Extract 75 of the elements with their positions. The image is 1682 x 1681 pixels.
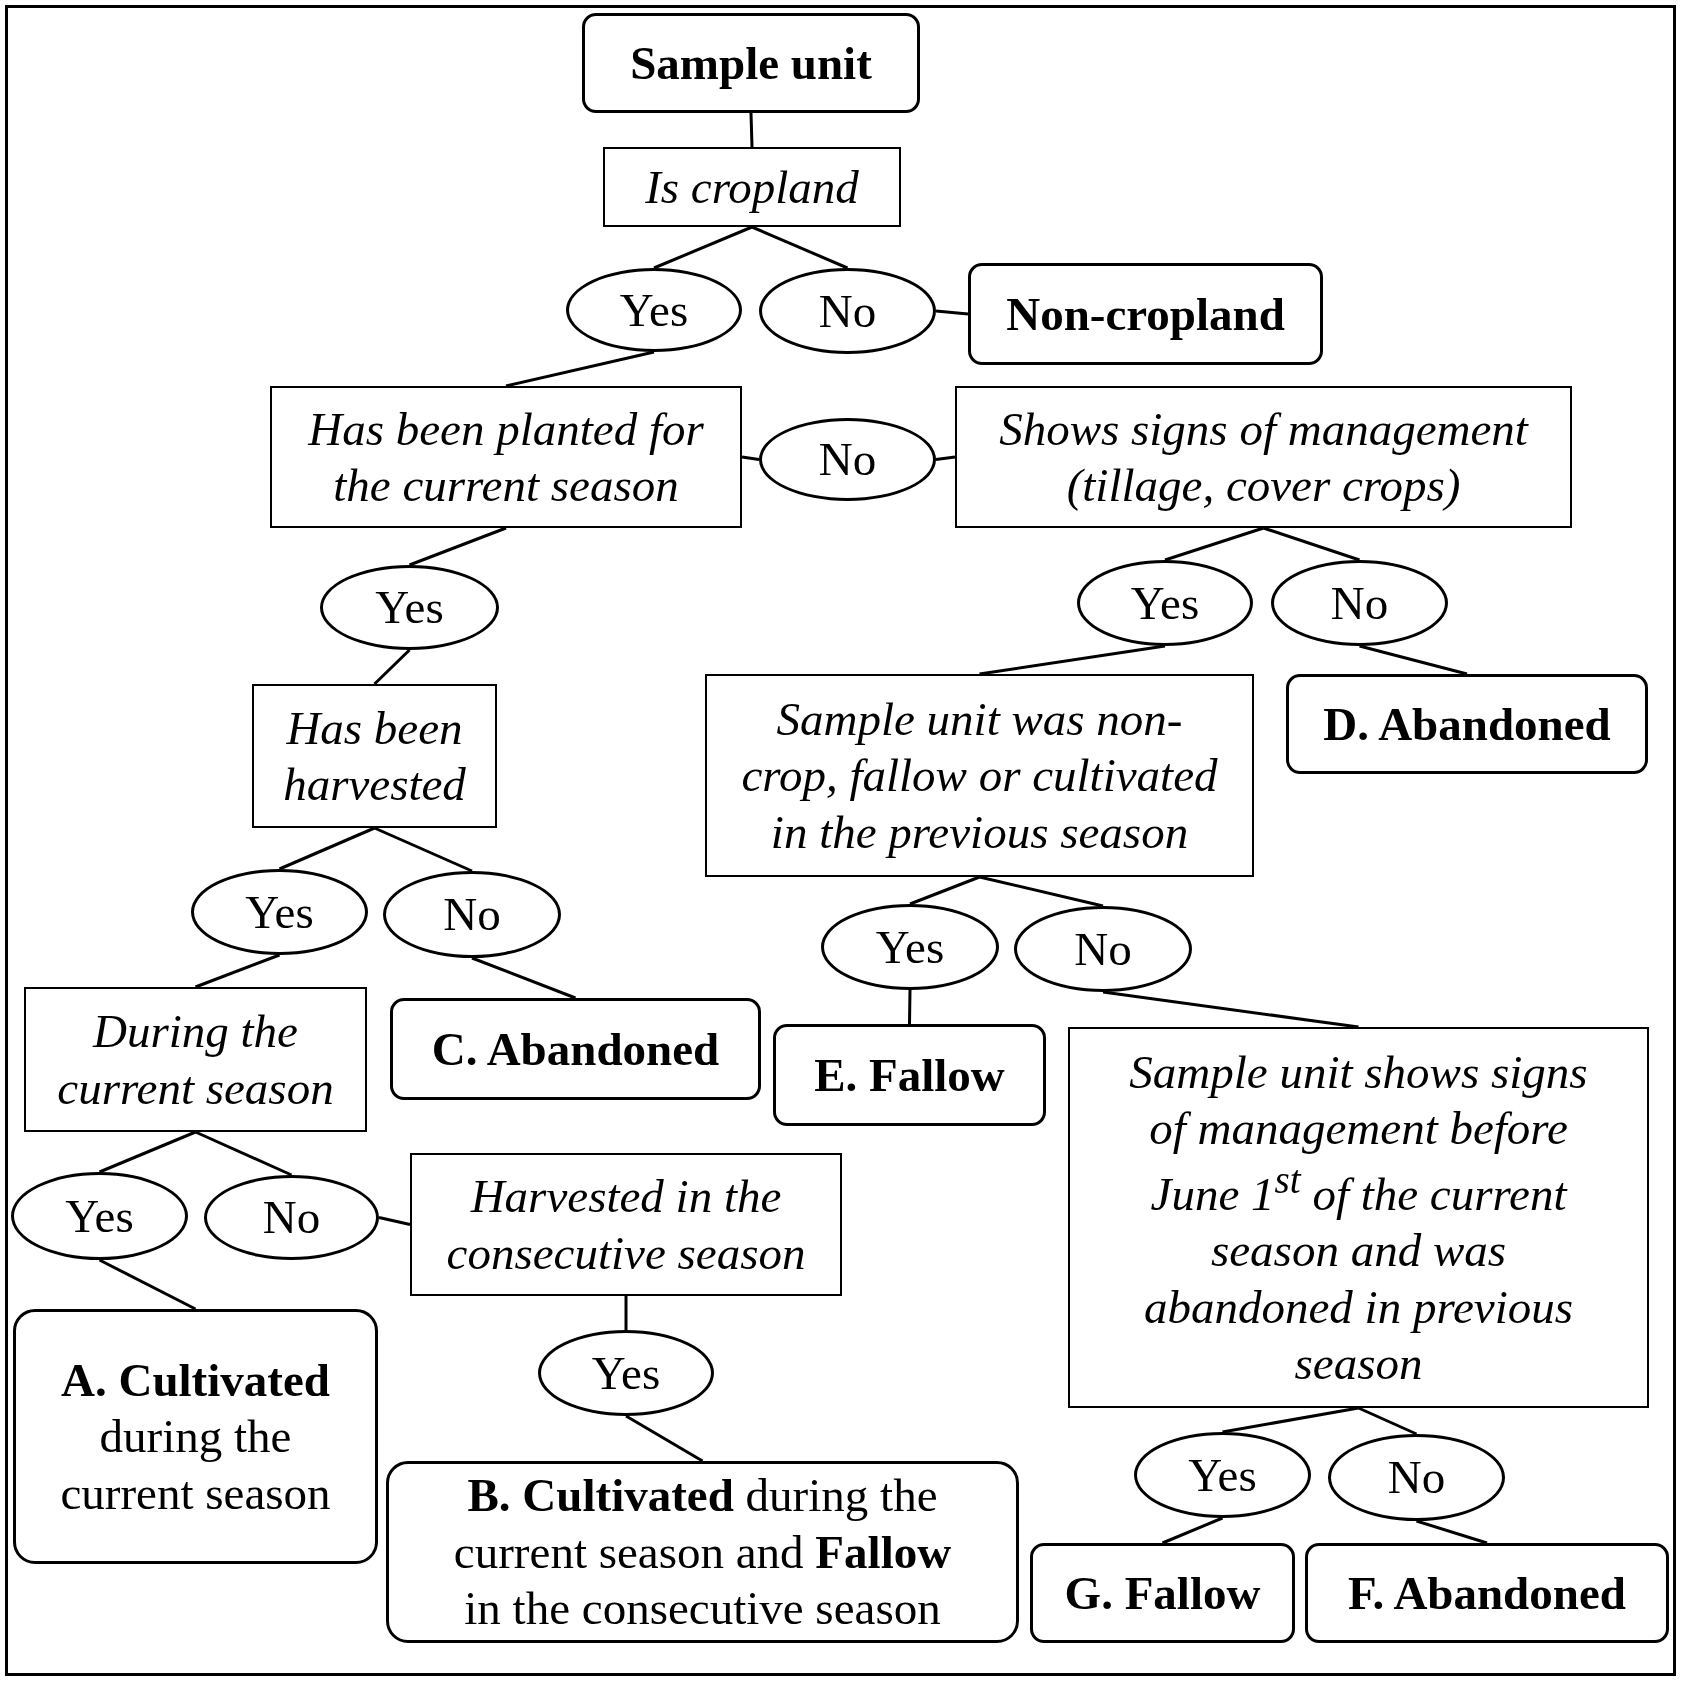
outcome-text: C. Abandoned (431, 1021, 720, 1077)
outcome-box (1305, 1543, 1669, 1643)
answer-text: No (1387, 1450, 1446, 1506)
question-box (24, 987, 367, 1132)
connector-line (749, 112, 754, 148)
connector-line (1164, 526, 1264, 562)
question-text: Harvested in the consecutive season (445, 1169, 807, 1281)
connector-line (935, 309, 969, 316)
question-text: Sample unit shows signs of management before June 1$^{st}$ of the current season and was abandoned in previous season (1128, 1044, 1589, 1392)
question-box (705, 674, 1254, 877)
outcome-text: E. Fallow (814, 1047, 1005, 1103)
connector-line (373, 648, 411, 686)
connector-line (751, 225, 849, 270)
connector-line (278, 826, 376, 871)
outcome-box (1030, 1543, 1295, 1643)
outcome-box (390, 998, 761, 1100)
outcome-box (13, 1309, 378, 1564)
outcome-box (1286, 674, 1648, 774)
answer-text: Yes (65, 1188, 134, 1244)
connector-line (624, 1296, 628, 1330)
question-box (1068, 1027, 1649, 1408)
connector-line (98, 1258, 197, 1311)
connector-line (935, 455, 956, 461)
connector-line (908, 989, 912, 1025)
outcome-text: B. Cultivated during the current season and Fallow in the consecutive season (452, 1468, 953, 1637)
outcome-box (773, 1024, 1046, 1126)
question-text: Shows signs of management (tillage, cover crops) (998, 401, 1530, 513)
answer-text: No (1330, 575, 1389, 631)
start-box (582, 13, 920, 113)
connector-line (194, 1130, 293, 1177)
connector-line (625, 1414, 704, 1463)
outcome-box (386, 1461, 1019, 1643)
outcome-box (968, 263, 1323, 365)
answer-text: Yes (591, 1345, 661, 1401)
connector-line (909, 875, 981, 906)
connector-line (378, 1216, 411, 1226)
answer-text: Yes (619, 282, 689, 338)
connector-line (1263, 526, 1360, 562)
connector-line (741, 455, 760, 461)
connector-line (1357, 1406, 1418, 1436)
outcome-text: Non-cropland (1006, 286, 1285, 342)
answer-text: No (818, 283, 877, 339)
answer-text: Yes (1130, 575, 1200, 631)
connector-line (1161, 1516, 1224, 1545)
answer-text: No (1074, 921, 1132, 977)
outcome-text: A. Cultivated during the current season (59, 1352, 332, 1521)
connector-line (194, 953, 281, 989)
connector-line (98, 1130, 197, 1174)
answer-text: Yes (1188, 1447, 1257, 1503)
connector-line (505, 350, 655, 388)
question-box (410, 1153, 842, 1296)
outcome-text: G. Fallow (1064, 1565, 1261, 1621)
connector-line (1102, 990, 1359, 1029)
question-box (955, 386, 1572, 528)
answer-text: No (262, 1190, 321, 1246)
connector-line (408, 526, 507, 567)
connector-line (653, 225, 753, 270)
outcome-text: F. Abandoned (1348, 1565, 1626, 1621)
question-text: During the current season (56, 1004, 335, 1116)
outcome-text: D. Abandoned (1323, 696, 1611, 752)
connector-line (471, 956, 577, 1000)
connector-line (373, 826, 473, 873)
question-box (270, 386, 742, 528)
question-text: Sample unit was non-crop, fallow or cultivated in the previous season (740, 691, 1219, 860)
question-text: Has been planted for the current season (306, 401, 705, 513)
start-text: Sample unit (630, 35, 872, 91)
answer-text: No (443, 887, 501, 943)
question-box (252, 684, 497, 828)
question-text: Has been harvested (282, 700, 467, 812)
answer-text: Yes (375, 580, 444, 636)
question-box (603, 147, 901, 227)
answer-text: Yes (875, 919, 945, 975)
answer-text: No (818, 432, 877, 488)
answer-text: Yes (245, 884, 314, 940)
question-text: Is cropland (645, 159, 859, 215)
